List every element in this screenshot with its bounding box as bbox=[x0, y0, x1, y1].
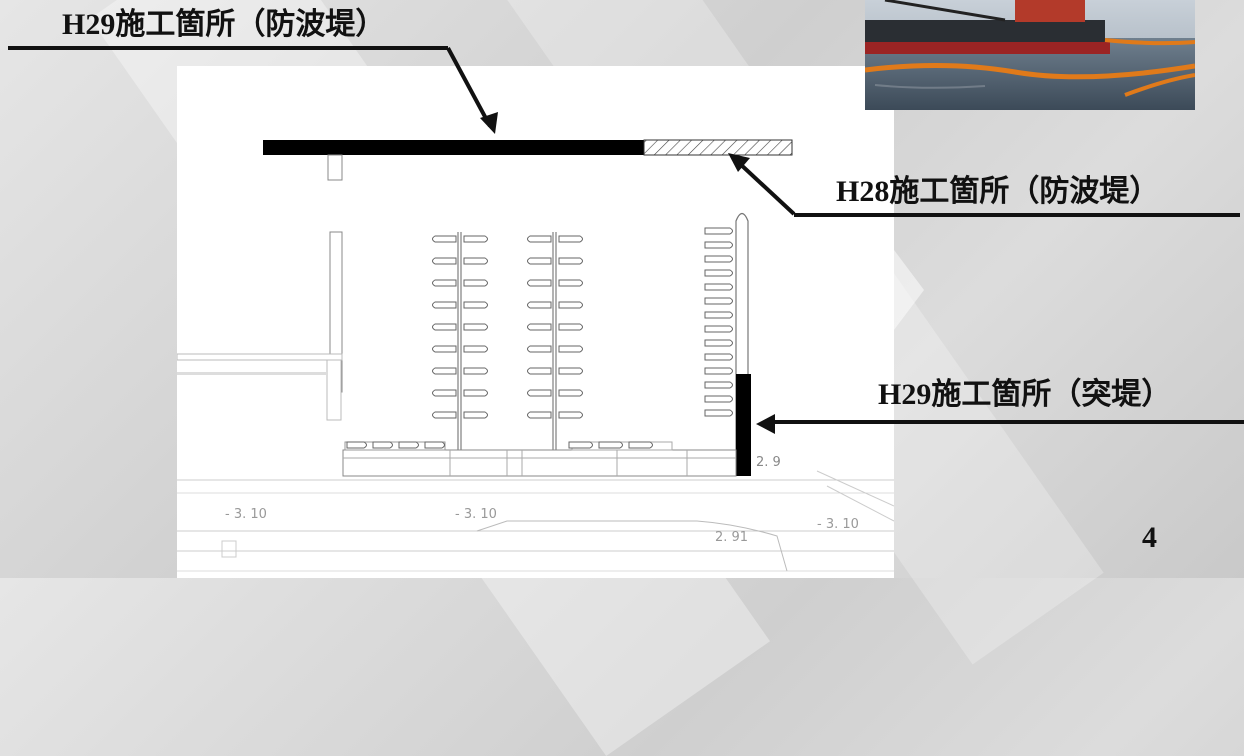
harbor-plan-drawing: 2. 9 - 3. 10 - 3. 10 2. 91 - 3. 10 bbox=[177, 66, 894, 578]
moored-boat bbox=[463, 389, 488, 397]
moored-boat bbox=[527, 279, 552, 287]
small-post bbox=[327, 154, 343, 181]
moored-boat bbox=[704, 409, 733, 417]
floating-pier-2 bbox=[552, 232, 557, 450]
moored-boat bbox=[558, 323, 583, 331]
moored-boat bbox=[558, 367, 583, 375]
moored-boat bbox=[704, 297, 733, 305]
moored-boat bbox=[558, 257, 583, 265]
moored-boat bbox=[372, 441, 393, 449]
moored-boat bbox=[463, 301, 488, 309]
label-underline bbox=[770, 420, 1244, 424]
moored-boat bbox=[432, 235, 457, 243]
h29-jetty-section bbox=[736, 374, 751, 476]
depth-mark: 2. 9 bbox=[756, 455, 781, 470]
moored-boat bbox=[527, 411, 552, 419]
moored-boat bbox=[568, 441, 593, 449]
label-h29-breakwater: H29施工箇所（防波堤） bbox=[62, 8, 386, 41]
moored-boat bbox=[463, 411, 488, 419]
moored-boat bbox=[424, 441, 445, 449]
moored-boat bbox=[527, 345, 552, 353]
moored-boat bbox=[704, 353, 733, 361]
moored-boat bbox=[527, 257, 552, 265]
moored-boat bbox=[704, 269, 733, 277]
moored-boat bbox=[346, 441, 367, 449]
moored-boat bbox=[704, 311, 733, 319]
moored-boat bbox=[704, 241, 733, 249]
moored-boat bbox=[558, 279, 583, 287]
depth-mark: - 3. 10 bbox=[817, 517, 859, 532]
moored-boat bbox=[527, 389, 552, 397]
slide-decoration bbox=[894, 250, 924, 330]
moored-boat bbox=[432, 257, 457, 265]
dredger-photo bbox=[865, 0, 1195, 110]
depth-mark: - 3. 10 bbox=[225, 507, 267, 522]
moored-boat bbox=[432, 323, 457, 331]
h28-breakwater-section bbox=[643, 139, 793, 156]
moored-boat bbox=[432, 279, 457, 287]
moored-boat bbox=[558, 345, 583, 353]
moored-boat bbox=[432, 367, 457, 375]
moored-boat bbox=[558, 411, 583, 419]
page-number: 4 bbox=[1142, 521, 1157, 554]
moored-boat bbox=[398, 441, 419, 449]
moored-boat bbox=[527, 301, 552, 309]
bottom-quay bbox=[342, 449, 737, 477]
moored-boat bbox=[558, 301, 583, 309]
label-h28-breakwater: H28施工箇所（防波堤） bbox=[836, 175, 1160, 208]
moored-boat bbox=[704, 381, 733, 389]
moored-boat bbox=[704, 339, 733, 347]
moored-boat bbox=[432, 345, 457, 353]
label-underline bbox=[794, 213, 1240, 217]
depth-mark: 2. 91 bbox=[715, 530, 748, 545]
moored-boat bbox=[704, 325, 733, 333]
label-underline bbox=[8, 46, 448, 50]
moored-boat bbox=[704, 283, 733, 291]
moored-boat bbox=[598, 441, 623, 449]
moored-boat bbox=[558, 389, 583, 397]
depth-mark: - 3. 10 bbox=[455, 507, 497, 522]
moored-boat bbox=[432, 411, 457, 419]
moored-boat bbox=[527, 323, 552, 331]
moored-boat bbox=[463, 235, 488, 243]
moored-boat bbox=[628, 441, 653, 449]
moored-boat bbox=[432, 389, 457, 397]
moored-boat bbox=[463, 279, 488, 287]
label-h29-jetty: H29施工箇所（突堤） bbox=[878, 378, 1172, 411]
moored-boat bbox=[432, 301, 457, 309]
moored-boat bbox=[558, 235, 583, 243]
h29-breakwater-section bbox=[263, 140, 644, 155]
moored-boat bbox=[704, 255, 733, 263]
moored-boat bbox=[527, 235, 552, 243]
moored-boat bbox=[527, 367, 552, 375]
moored-boat bbox=[704, 395, 733, 403]
floating-pier-1 bbox=[457, 232, 462, 450]
moored-boat bbox=[704, 367, 733, 375]
moored-boat bbox=[463, 345, 488, 353]
moored-boat bbox=[463, 323, 488, 331]
moored-boat bbox=[463, 367, 488, 375]
moored-boat bbox=[704, 227, 733, 235]
moored-boat bbox=[463, 257, 488, 265]
